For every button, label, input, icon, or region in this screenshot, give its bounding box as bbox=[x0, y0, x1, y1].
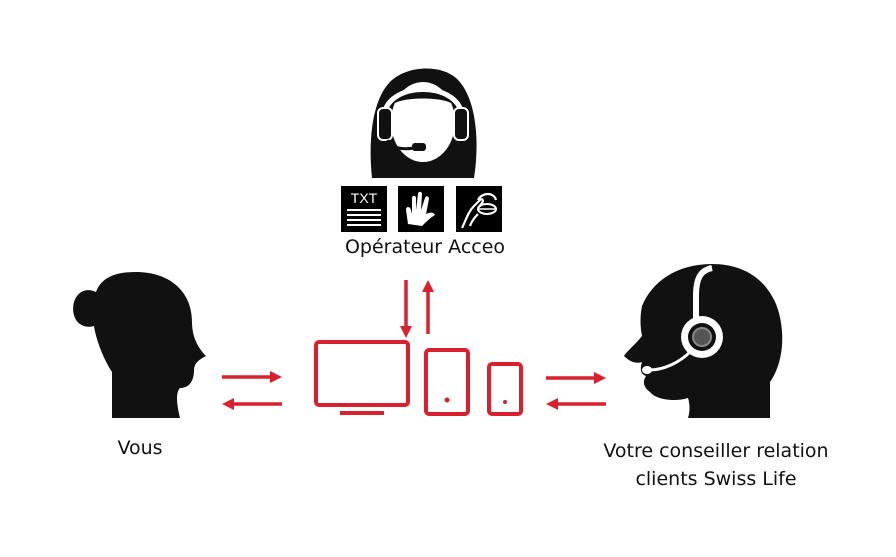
you-label: Vous bbox=[117, 437, 163, 459]
lip-reading-icon bbox=[456, 186, 502, 232]
arrow-down-to-devices bbox=[400, 280, 412, 338]
monitor-icon bbox=[314, 340, 410, 415]
sign-language-icon bbox=[398, 186, 444, 232]
advisor-label: Votre conseiller relation clients Swiss … bbox=[586, 437, 846, 493]
tablet-icon bbox=[424, 348, 470, 416]
arrow-left-from-advisor bbox=[546, 398, 606, 410]
text-relay-icon: TXT bbox=[341, 186, 387, 232]
advisor-label-line2: clients Swiss Life bbox=[635, 468, 797, 490]
advisor-label-line1: Votre conseiller relation bbox=[603, 440, 829, 462]
txt-label: TXT bbox=[351, 190, 378, 206]
smartphone-icon bbox=[487, 362, 523, 416]
operator-label: Opérateur Acceo bbox=[344, 236, 506, 258]
arrow-right-from-you bbox=[222, 371, 282, 383]
person-silhouette-icon bbox=[73, 272, 207, 418]
headset-operator-icon bbox=[370, 68, 477, 178]
arrow-right-to-advisor bbox=[546, 372, 606, 384]
arrow-left-to-you bbox=[222, 398, 282, 410]
headset-advisor-icon bbox=[624, 264, 783, 418]
arrow-up-to-operator bbox=[422, 280, 434, 334]
